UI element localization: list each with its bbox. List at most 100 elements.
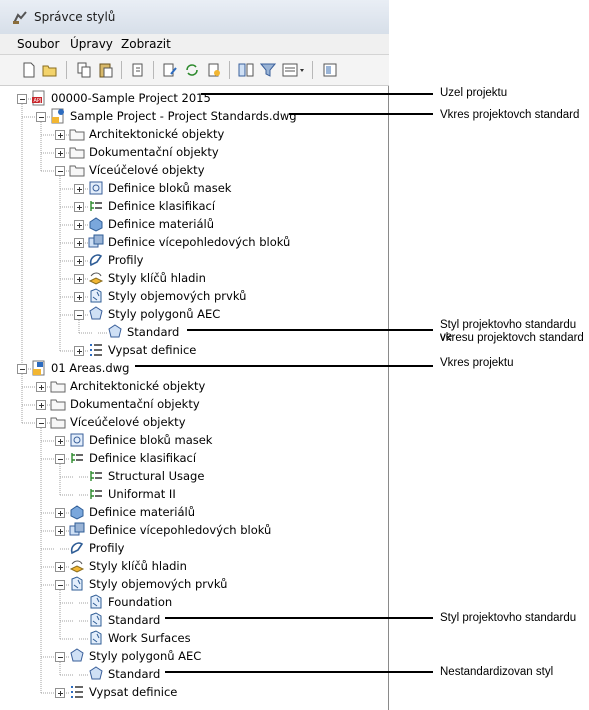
layer-key-icon: [88, 272, 104, 285]
tree-node-label: Architektonické objekty: [70, 379, 206, 393]
toolbar-separator: [66, 61, 67, 79]
expand-toggle[interactable]: [74, 238, 84, 248]
classification-icon: [90, 489, 102, 499]
tree-node-label: Styly objemových prvků: [108, 289, 247, 303]
collapse-toggle[interactable]: [55, 166, 65, 176]
leader-line: [165, 617, 433, 619]
collapse-toggle[interactable]: [74, 310, 84, 320]
mass-element-icon: [90, 612, 102, 627]
menu-zobrazit[interactable]: Zobrazit: [121, 37, 171, 51]
polygon-icon: [89, 306, 103, 320]
expand-toggle[interactable]: [74, 274, 84, 284]
tree-node-label: Profily: [108, 253, 144, 267]
collapse-toggle[interactable]: [55, 580, 65, 590]
mass-element-icon: [90, 594, 102, 609]
tree-node-label: Styly objemových prvků: [89, 577, 228, 591]
tree-node-label: Definice bloků masek: [108, 181, 232, 195]
tree-node-label: Uniformat II: [108, 487, 176, 501]
window-title: Správce stylů: [34, 10, 116, 24]
collapse-toggle[interactable]: [17, 364, 27, 374]
toolbar: [0, 55, 389, 86]
tree-node-label: Sample Project - Project Standards.dwg: [70, 109, 297, 123]
classification-icon: [90, 471, 102, 481]
svg-text:APJ: APJ: [34, 98, 42, 104]
folder-icon: [69, 147, 85, 159]
expand-toggle[interactable]: [55, 688, 65, 698]
purge-icon[interactable]: [130, 62, 146, 78]
expand-toggle[interactable]: [74, 346, 84, 356]
menu-upravy[interactable]: Úpravy: [70, 37, 113, 51]
tree-node-label: Styly polygonů AEC: [108, 307, 221, 321]
filter-icon[interactable]: [260, 62, 276, 78]
expand-toggle[interactable]: [74, 202, 84, 212]
annotation-project-drawing: Vkres projektu: [440, 357, 514, 369]
annotation-standard-style-line2: vkresu projektovch standard: [440, 332, 584, 344]
compare-icon[interactable]: [238, 62, 254, 78]
classification-icon: [71, 453, 83, 463]
tree-node-label: 00000-Sample Project 2015: [51, 91, 211, 105]
tree-node-label: Definice vícepohledových bloků: [108, 235, 291, 249]
expand-toggle[interactable]: [74, 292, 84, 302]
paste-icon[interactable]: [98, 62, 114, 78]
expand-toggle[interactable]: [55, 130, 65, 140]
collapse-toggle[interactable]: [55, 652, 65, 662]
tree-node-label: Definice materiálů: [89, 505, 195, 519]
tree-node-label: Profily: [89, 541, 125, 555]
collapse-toggle[interactable]: [55, 454, 65, 464]
tree-node-label: Dokumentační objekty: [89, 145, 219, 159]
edit-icon[interactable]: [162, 62, 178, 78]
collapse-toggle[interactable]: [17, 94, 27, 104]
toggle-icon[interactable]: [322, 62, 338, 78]
expand-toggle[interactable]: [74, 184, 84, 194]
mass-element-icon: [90, 630, 102, 645]
style-manager-app-icon: [13, 11, 27, 24]
expand-toggle[interactable]: [55, 148, 65, 158]
title-bar: Správce stylů: [0, 0, 389, 35]
open-icon[interactable]: [42, 62, 58, 78]
list-icon: [90, 344, 102, 356]
tree-node-label: Vypsat definice: [108, 343, 197, 357]
drawing-icon: [32, 360, 45, 376]
tree-node-label: Styly polygonů AEC: [89, 649, 202, 663]
polygon-icon: [70, 648, 84, 662]
tree-node-label: Standard: [108, 613, 161, 627]
tree-node-label: Styly klíčů hladin: [108, 271, 206, 285]
new-icon[interactable]: [21, 62, 37, 78]
view-icon[interactable]: [282, 62, 306, 78]
expand-toggle[interactable]: [36, 400, 46, 410]
tree-node-label: Work Surfaces: [108, 631, 191, 645]
expand-toggle[interactable]: [55, 508, 65, 518]
expand-toggle[interactable]: [74, 220, 84, 230]
tree-node-label: Standard: [127, 325, 180, 339]
menu-soubor[interactable]: Soubor: [17, 37, 60, 51]
collapse-toggle[interactable]: [36, 112, 46, 122]
tree-node-label: Definice vícepohledových bloků: [89, 523, 272, 537]
polygon-icon: [108, 324, 122, 338]
version-icon[interactable]: [206, 62, 222, 78]
expand-toggle[interactable]: [55, 526, 65, 536]
expand-toggle[interactable]: [55, 562, 65, 572]
tree-guide-lines: [21, 98, 107, 694]
expand-toggle[interactable]: [55, 436, 65, 446]
mass-element-icon: [90, 288, 102, 303]
tree-node-label: Styly klíčů hladin: [89, 559, 187, 573]
folder-icon: [50, 399, 66, 411]
copy-icon[interactable]: [76, 62, 92, 78]
tree-node-label: Structural Usage: [108, 469, 205, 483]
tree-node-label: Definice bloků masek: [89, 433, 213, 447]
layer-key-icon: [69, 560, 85, 573]
collapse-toggle[interactable]: [36, 418, 46, 428]
tree-node-label: Vypsat definice: [89, 685, 178, 699]
annotation-standards-drawing: Vkres projektovch standard: [440, 109, 580, 121]
annotation-project-node: Uzel projektu: [440, 87, 508, 99]
folder-icon: [50, 417, 66, 429]
list-icon: [71, 686, 83, 698]
tree-node-label: Architektonické objekty: [89, 127, 225, 141]
tree-node-label: Definice klasifikací: [89, 451, 197, 465]
expand-toggle[interactable]: [74, 256, 84, 266]
tree-node-label: Definice klasifikací: [108, 199, 216, 213]
expand-toggle[interactable]: [36, 382, 46, 392]
tree-node-label: Definice materiálů: [108, 217, 214, 231]
sync-icon[interactable]: [184, 62, 200, 78]
style-manager-window: Správce stylů Soubor Úpravy Zobrazit APJ…: [0, 0, 389, 710]
